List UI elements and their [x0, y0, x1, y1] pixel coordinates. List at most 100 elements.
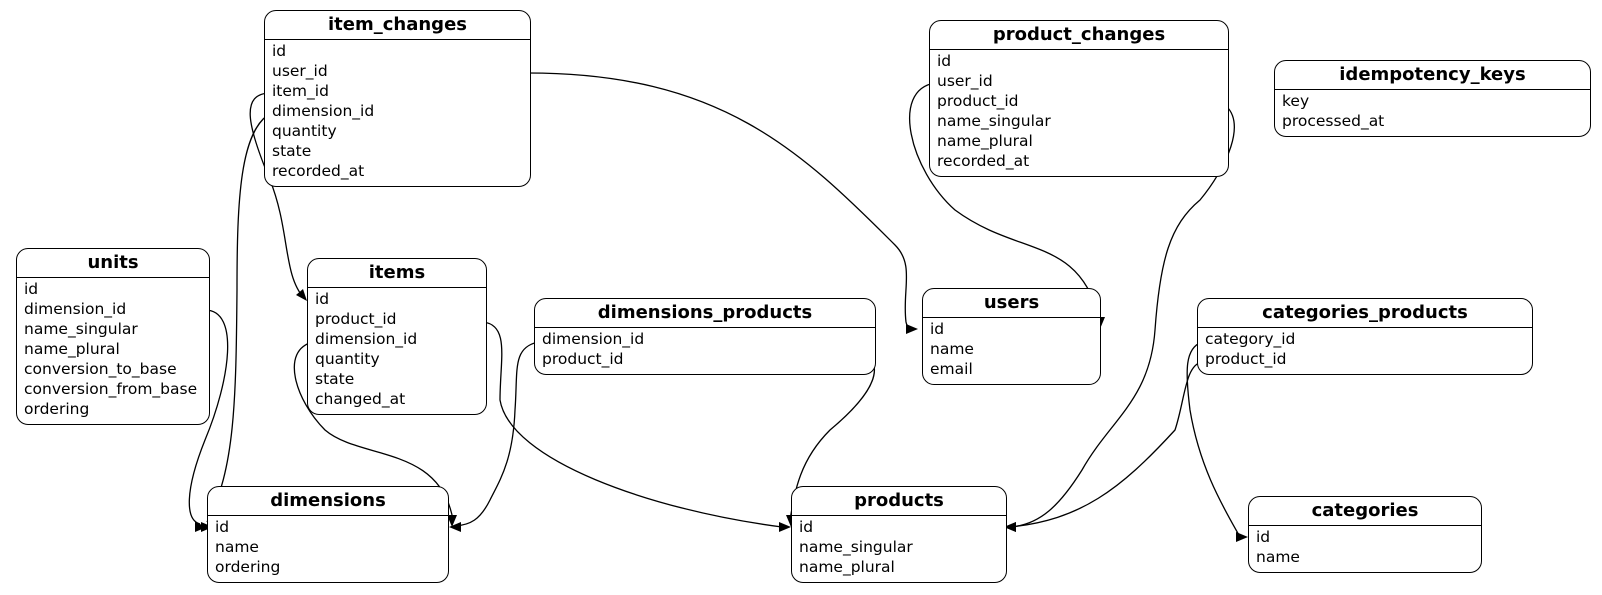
field-product-id: product_id	[1205, 350, 1287, 368]
field-list: id name	[1249, 526, 1481, 567]
table-title: product_changes	[930, 21, 1228, 50]
relationship-edge	[1186, 341, 1248, 542]
field-user-id: user_id	[937, 72, 993, 90]
field-user-id: user_id	[272, 62, 328, 80]
arrowhead-icon	[1004, 522, 1016, 532]
field-state: state	[315, 370, 355, 388]
field-list: dimension_id product_id	[535, 328, 875, 369]
field-recorded-at: recorded_at	[937, 152, 1030, 170]
table-products[interactable]: products id name_singular name_plural	[791, 486, 1007, 583]
field-id: id	[937, 52, 952, 70]
table-title: categories	[1249, 497, 1481, 526]
arrowhead-icon	[195, 522, 207, 532]
arrowhead-icon	[447, 515, 457, 527]
edge-line	[293, 341, 454, 521]
relationship-edge	[293, 341, 457, 527]
edge-line	[206, 112, 272, 523]
table-dimensions-products[interactable]: dimensions_products dimension_id product_i…	[534, 298, 876, 375]
relationship-edge	[449, 341, 539, 532]
relationship-edge	[1004, 361, 1203, 532]
field-name-singular: name_singular	[24, 320, 138, 338]
arrowhead-icon	[779, 522, 791, 532]
field-list: id name email	[923, 318, 1100, 379]
field-name-plural: name_plural	[799, 558, 895, 576]
field-product-id: product_id	[315, 310, 397, 328]
field-dimension-id: dimension_id	[24, 300, 127, 318]
table-dimensions[interactable]: dimensions id name ordering	[207, 486, 449, 583]
field-list: key processed_at	[1275, 90, 1590, 131]
field-id: id	[799, 518, 814, 536]
field-id: id	[1256, 528, 1271, 546]
edge-line	[527, 72, 915, 330]
edge-line	[1186, 341, 1241, 538]
table-title: categories_products	[1198, 299, 1532, 328]
arrowhead-icon	[1236, 532, 1248, 542]
field-changed-at: changed_at	[315, 390, 406, 408]
table-users[interactable]: users id name email	[922, 288, 1101, 385]
field-list: category_id product_id	[1198, 328, 1532, 369]
field-name: name	[930, 340, 974, 358]
field-recorded-at: recorded_at	[272, 162, 365, 180]
edge-line	[909, 82, 1101, 323]
field-conversion-to-base: conversion_to_base	[24, 360, 177, 378]
table-title: idempotency_keys	[1275, 61, 1590, 90]
field-list: id product_id dimension_id quantity state cha…	[308, 288, 486, 409]
relationship-edge	[527, 72, 918, 334]
field-product-id: product_id	[542, 350, 624, 368]
field-id: id	[24, 280, 39, 298]
field-list: id name ordering	[208, 516, 448, 577]
arrowhead-icon	[296, 289, 307, 301]
table-title: users	[923, 289, 1100, 318]
field-key: key	[1282, 92, 1310, 110]
field-name-plural: name_plural	[24, 340, 120, 358]
field-conversion-from-base: conversion_from_base	[24, 380, 198, 398]
table-title: products	[792, 487, 1006, 516]
field-name-singular: name_singular	[799, 538, 913, 556]
arrowhead-icon	[449, 522, 461, 532]
field-email: email	[930, 360, 973, 378]
edge-line	[1009, 361, 1203, 528]
field-name: name	[1256, 548, 1300, 566]
field-id: id	[272, 42, 287, 60]
field-dimension-id: dimension_id	[542, 330, 645, 348]
field-dimension-id: dimension_id	[315, 330, 418, 348]
field-list: id user_id item_id dimension_id quantity stat…	[265, 40, 530, 181]
field-quantity: quantity	[315, 350, 380, 368]
edge-line	[454, 341, 539, 527]
field-id: id	[215, 518, 230, 536]
field-state: state	[272, 142, 312, 160]
field-processed-at: processed_at	[1282, 112, 1385, 130]
field-item-id: item_id	[272, 82, 329, 100]
table-categories[interactable]: categories id name	[1248, 496, 1482, 573]
field-ordering: ordering	[24, 400, 90, 418]
field-quantity: quantity	[272, 122, 337, 140]
field-name-plural: name_plural	[937, 132, 1033, 150]
field-name-singular: name_singular	[937, 112, 1051, 130]
relationship-edge	[201, 112, 272, 532]
field-category-id: category_id	[1205, 330, 1296, 348]
field-name: name	[215, 538, 259, 556]
table-title: dimensions	[208, 487, 448, 516]
field-dimension-id: dimension_id	[272, 102, 375, 120]
table-title: item_changes	[265, 11, 530, 40]
table-title: dimensions_products	[535, 299, 875, 328]
field-product-id: product_id	[937, 92, 1019, 110]
relationship-edge	[188, 309, 229, 532]
field-list: id name_singular name_plural	[792, 516, 1006, 577]
arrowhead-icon	[906, 324, 918, 334]
field-list: id user_id product_id name_singular name_plu…	[930, 50, 1228, 171]
table-title: items	[308, 259, 486, 288]
edge-line	[188, 309, 229, 525]
field-id: id	[930, 320, 945, 338]
table-categories-products[interactable]: categories_products category_id product_id	[1197, 298, 1533, 375]
table-items[interactable]: items id product_id dimension_id quantity sta…	[307, 258, 487, 415]
field-id: id	[315, 290, 330, 308]
field-ordering: ordering	[215, 558, 281, 576]
